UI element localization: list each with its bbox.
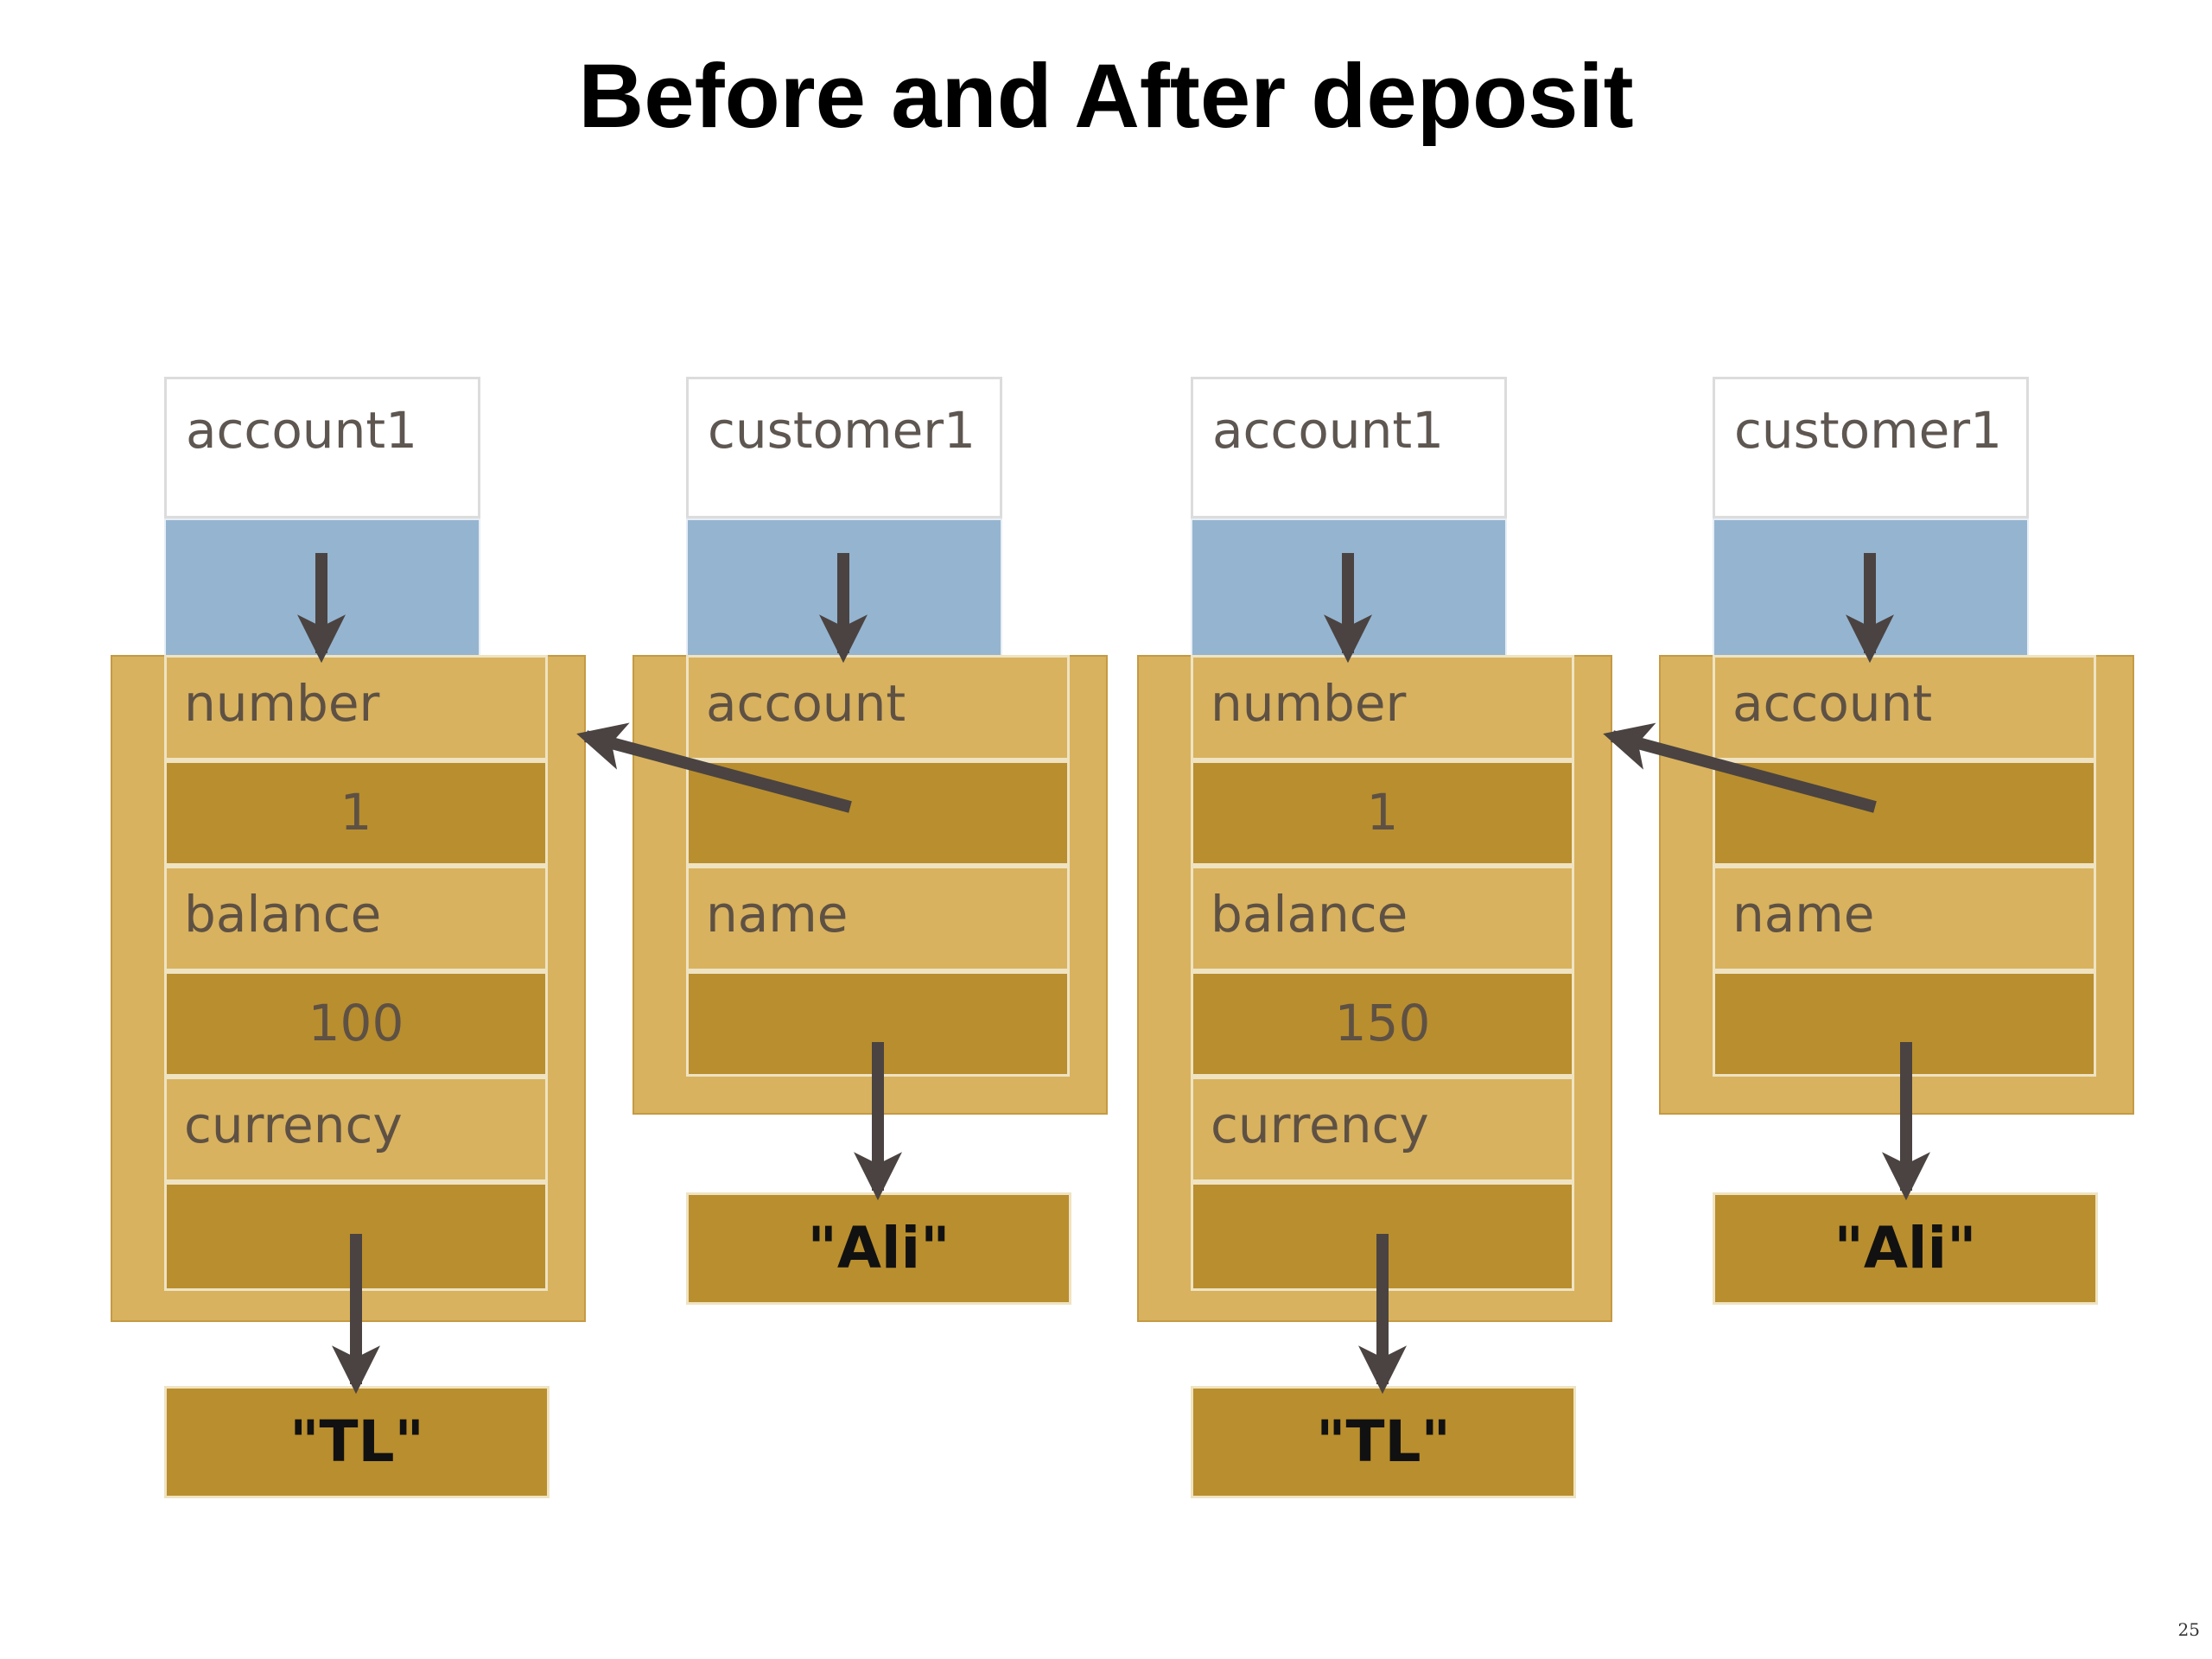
before-account1-variable: account1: [164, 377, 480, 518]
after-account-field-pointer-arrow: [1603, 722, 1877, 813]
before-name-label: name: [686, 866, 1070, 971]
page-number: 25: [2177, 1619, 2200, 1640]
before-customer1-variable: customer1: [686, 377, 1002, 518]
before-account-field-label: account: [686, 655, 1070, 760]
after-name-label: name: [1713, 866, 2096, 971]
after-account-field-label: account: [1713, 655, 2096, 760]
after-number-value: 1: [1191, 760, 1574, 866]
after-name-string: "Ali": [1713, 1192, 2098, 1305]
before-currency-label: currency: [164, 1077, 548, 1182]
after-balance-value: 150: [1191, 971, 1574, 1077]
before-account-field-pointer-arrow: [576, 722, 852, 813]
before-balance-value: 100: [164, 971, 548, 1077]
before-number-label: number: [164, 655, 548, 760]
slide-title: Before and After deposit: [578, 46, 1634, 147]
after-number-label: number: [1191, 655, 1574, 760]
after-currency-label: currency: [1191, 1077, 1574, 1182]
before-balance-label: balance: [164, 866, 548, 971]
before-number-value: 1: [164, 760, 548, 866]
after-account1-variable: account1: [1191, 377, 1507, 518]
after-balance-label: balance: [1191, 866, 1574, 971]
before-name-string: "Ali": [686, 1192, 1071, 1305]
after-customer1-variable: customer1: [1713, 377, 2029, 518]
